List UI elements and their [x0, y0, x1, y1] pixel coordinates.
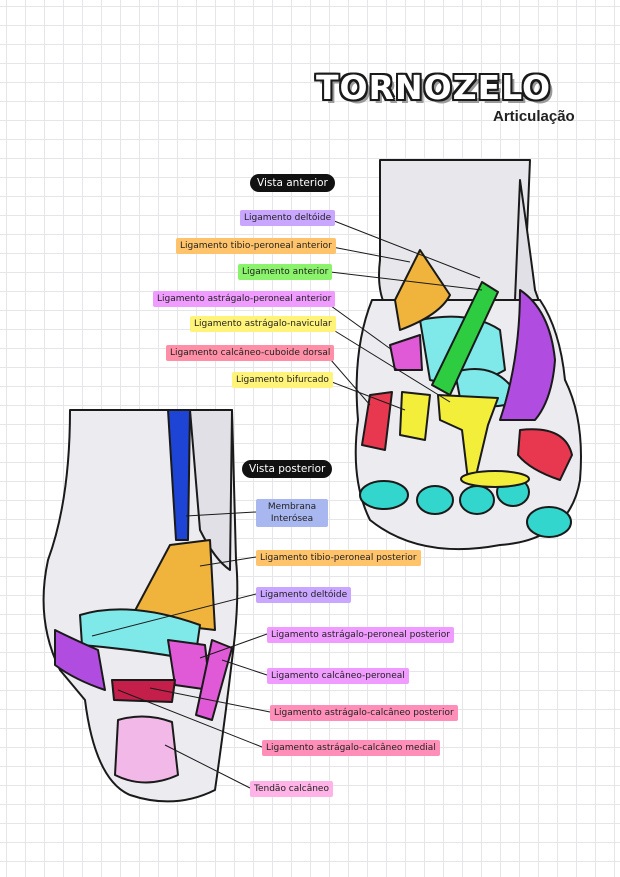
posterior-calcaneal-tendon: [114, 715, 179, 784]
anterior-metatarsal-5: [526, 506, 572, 538]
label-anterior-calcaneocuboid: Ligamento calcâneo-cuboide dorsal: [166, 345, 335, 361]
label-posterior-tibiofibular: Ligamento tibio-peroneal posterior: [256, 550, 421, 566]
label-posterior-interosseous: Membrana Interósea: [256, 499, 328, 527]
label-anterior-anterior: Ligamento anterior: [238, 264, 333, 280]
label-posterior-talofibular: Ligamento astrágalo-peroneal posterior: [267, 627, 455, 643]
leader-posterior-talofibular: [199, 633, 268, 659]
posterior-talocalcaneal-ligament: [111, 679, 176, 703]
label-posterior-talocalcaneal: Ligamento astrágalo-calcâneo posterior: [270, 705, 458, 721]
leader-anterior-bifurcate: [323, 378, 406, 411]
label-posterior-tendon: Tendão calcâneo: [250, 781, 333, 797]
page-subtitle: Articulação: [493, 108, 575, 125]
anterior-bifurcate-ligament: [399, 391, 431, 441]
posterior-fibula: [189, 409, 233, 571]
anterior-calcaneocuboid-ligament: [361, 391, 393, 451]
leader-posterior-deltoid: [91, 593, 257, 637]
label-anterior-tibiofibular: Ligamento tibio-peroneal anterior: [176, 238, 336, 254]
leader-posterior-talocalcaneal: [149, 687, 271, 713]
label-posterior-calcaneofibular: Ligamento calcâneo-peroneal: [267, 668, 409, 684]
posterior-tibiofibular-ligament: [129, 539, 216, 631]
leader-anterior-anterior: [321, 270, 483, 291]
anterior-view-drawing: [354, 159, 582, 551]
anterior-extensor-retinaculum: [460, 470, 530, 488]
anterior-talofibular-ligament: [389, 334, 423, 371]
label-anterior-talofibular: Ligamento astrágalo-peroneal anterior: [153, 291, 336, 307]
label-posterior-deltoid: Ligamento deltóide: [256, 587, 352, 603]
label-posterior-medial: Ligamento astrágalo-calcâneo medial: [262, 740, 440, 756]
leader-anterior-deltoid: [323, 216, 481, 279]
posterior-deltoid-ligament: [54, 629, 106, 691]
label-anterior-talonavicular: Ligamento astrágalo-navicular: [190, 316, 336, 332]
anterior-metatarsal-1: [359, 480, 409, 510]
anterior-view-title: Vista anterior: [250, 174, 335, 192]
leader-anterior-talonavicular: [321, 322, 451, 403]
anterior-calcaneus-lateral: [517, 428, 573, 481]
label-anterior-deltoid: Ligamento deltóide: [240, 210, 336, 226]
leader-posterior-tendon: [164, 744, 251, 789]
leader-posterior-tibiofibular: [199, 556, 257, 567]
leader-anterior-tibiofibular: [321, 244, 411, 263]
posterior-interosseous-membrane: [167, 409, 191, 541]
anterior-deltoid-ligament: [499, 289, 556, 421]
leader-posterior-medial: [117, 689, 263, 748]
anterior-tibiofibular-ligament: [394, 249, 451, 331]
posterior-view-title: Vista posterior: [242, 460, 333, 478]
posterior-view-drawing: [42, 409, 239, 803]
anterior-metatarsal-2: [416, 485, 454, 515]
anterior-metatarsal-3: [459, 485, 495, 515]
label-anterior-bifurcate: Ligamento bifurcado: [232, 372, 333, 388]
leader-posterior-interosseous: [185, 511, 257, 517]
page-title: TORNOZELO: [316, 68, 552, 107]
leader-posterior-calcaneofibular: [221, 659, 268, 676]
